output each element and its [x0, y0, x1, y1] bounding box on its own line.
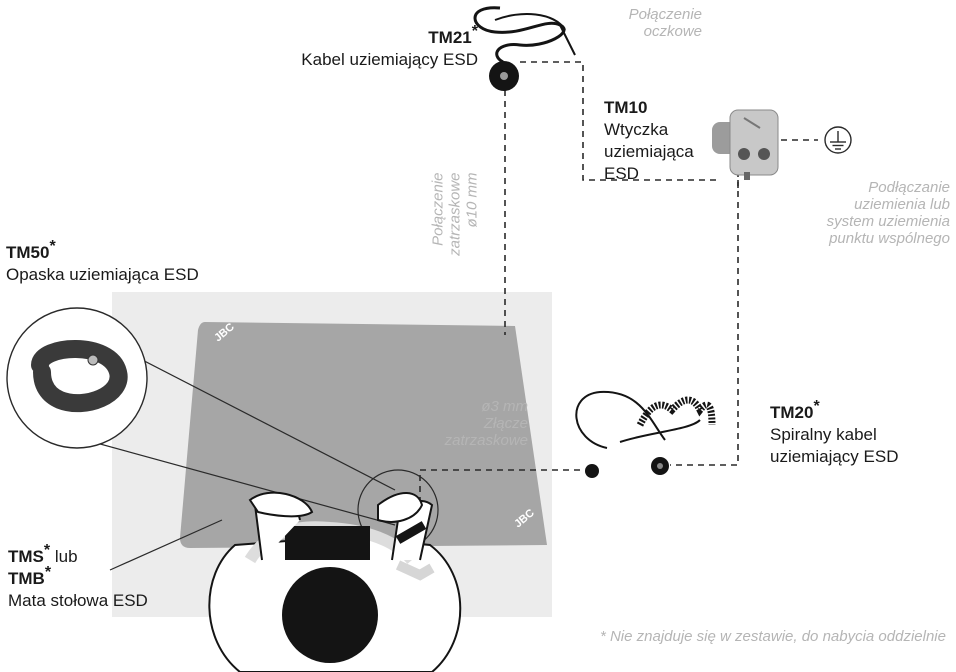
ground-note-line2: uziemienia lub	[854, 196, 950, 213]
snap-3mm-note: ø3 mm Złącze zatrzaskowe	[410, 398, 528, 449]
tm20-code: TM20	[770, 403, 814, 422]
tm21-name: Kabel uziemiający ESD	[301, 50, 478, 69]
tmb-code: TMB	[8, 569, 45, 588]
tm50-name: Opaska uziemiająca ESD	[6, 265, 199, 284]
wrist-strap-detail	[6, 307, 148, 449]
eye-note-line1: Połączenie	[628, 6, 702, 23]
tms-name: Mata stołowa ESD	[8, 591, 148, 610]
ground-note: Podłączanie uziemienia lub system uziemi…	[770, 179, 950, 247]
tm50-star: *	[49, 238, 56, 255]
snap10-line2: zatrzaskowe	[446, 172, 464, 256]
tm10-line3: ESD	[604, 164, 639, 183]
snap-10mm-note: Połączenie zatrzaskowe ø10 mm	[430, 173, 481, 323]
snap10-line1: Połączenie	[429, 172, 447, 246]
tm20-coiled-cable	[575, 390, 716, 478]
footnote: * Nie znajduje się w zestawie, do nabyci…	[599, 628, 946, 645]
person-illustration	[208, 491, 462, 672]
snap3-line1: ø3 mm	[481, 398, 528, 415]
ground-note-line4: punktu wspólnego	[829, 230, 950, 247]
tm50-code: TM50	[6, 243, 50, 262]
mat-pointer-line	[109, 519, 223, 571]
tm10-label: TM10 Wtyczka uziemiająca ESD	[604, 97, 724, 185]
tm10-grounding-plug	[712, 109, 779, 180]
tm20-star: *	[813, 398, 820, 415]
tm20-line2: uziemiający ESD	[770, 447, 899, 466]
tm10-code: TM10	[604, 98, 648, 117]
ground-symbol-icon	[824, 126, 852, 154]
tm21-star: *	[471, 23, 478, 40]
tms-label: TMS* lub TMB* Mata stołowa ESD	[8, 542, 208, 612]
tm20-line1: Spiralny kabel	[770, 425, 877, 444]
eye-connection-note: Połączenie oczkowe	[590, 6, 702, 40]
ground-note-line3: system uziemienia	[826, 213, 950, 230]
snap3-line2: Złącze	[483, 415, 528, 432]
tms-star: *	[43, 542, 51, 559]
tm10-line1: Wtyczka	[604, 120, 669, 139]
ground-note-line1: Podłączanie	[868, 179, 950, 196]
tm10-line2: uziemiająca	[604, 142, 694, 161]
tm21-label: TM21* Kabel uziemiający ESD	[240, 23, 478, 71]
tm21-code: TM21	[428, 28, 472, 47]
tmb-star: *	[44, 564, 52, 581]
tm21-grounding-cable	[473, 6, 576, 91]
tm20-label: TM20* Spiralny kabel uziemiający ESD	[770, 398, 950, 468]
snap3-line3: zatrzaskowe	[444, 432, 528, 449]
eye-note-line2: oczkowe	[643, 23, 702, 40]
snap10-line3: ø10 mm	[463, 172, 481, 228]
tms-code: TMS	[8, 547, 44, 566]
tm50-label: TM50* Opaska uziemiająca ESD	[6, 238, 266, 286]
tms-or: lub	[54, 547, 78, 566]
